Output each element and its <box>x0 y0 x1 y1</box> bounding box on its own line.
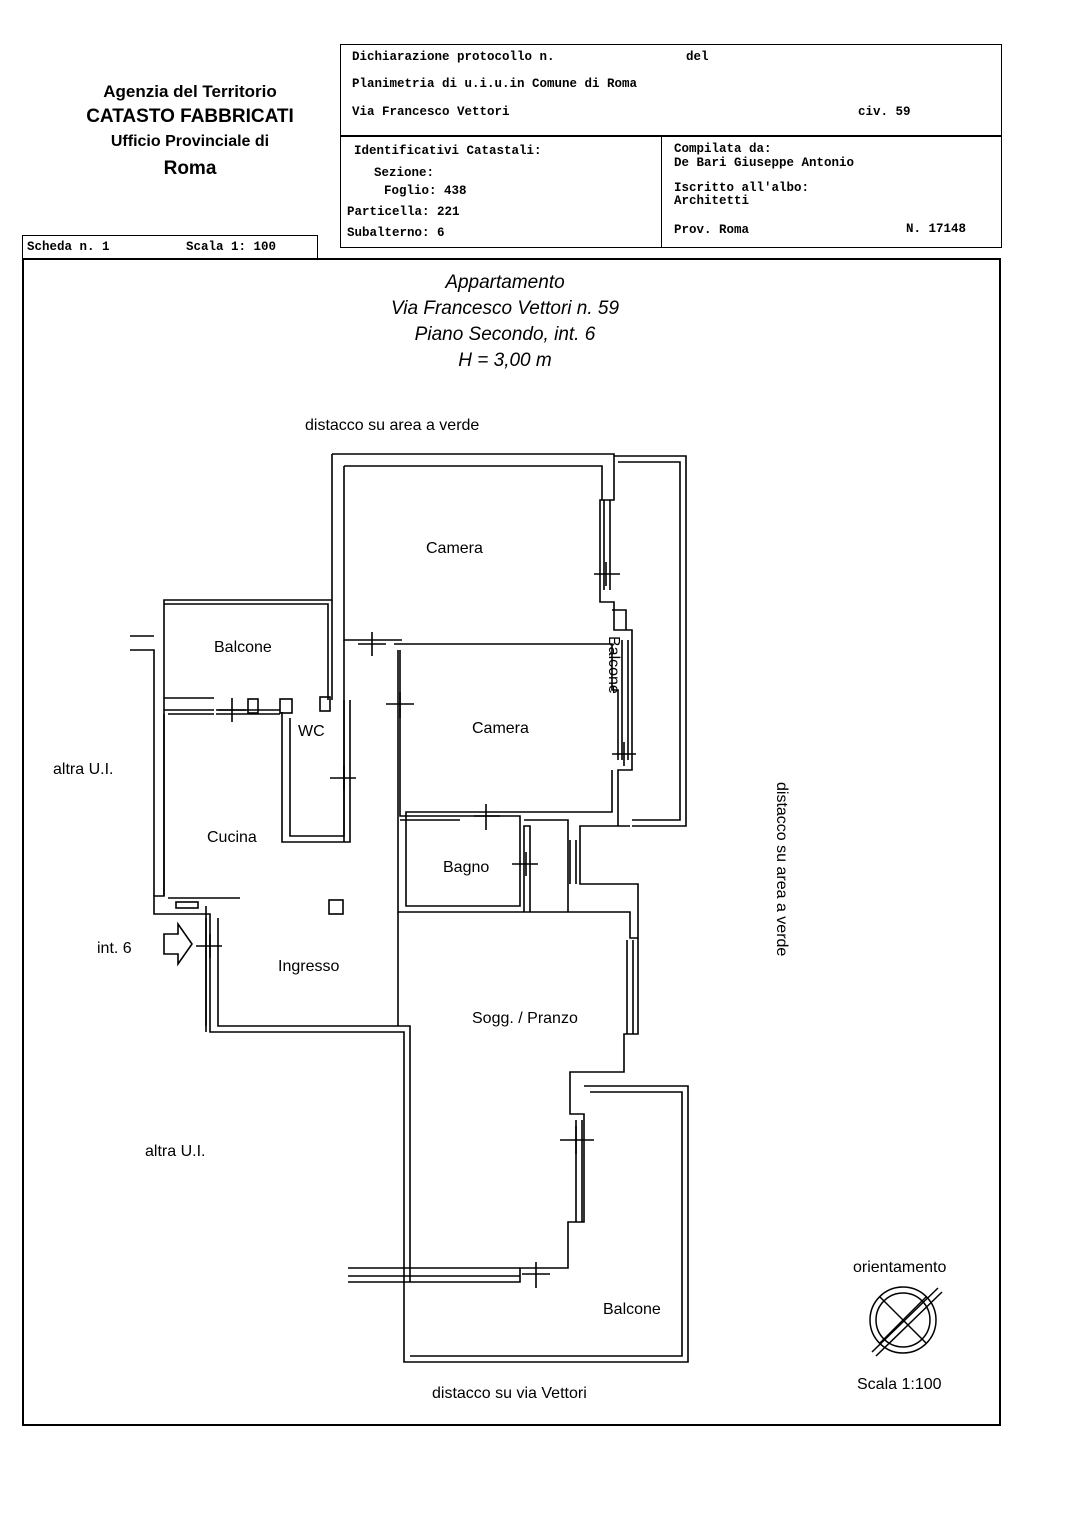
left-wall-inner <box>331 600 345 842</box>
plan-title-floor: Piano Secondo, int. 6 <box>414 324 596 345</box>
room-cucina: Cucina <box>207 829 257 846</box>
room-wc: WC <box>298 723 325 740</box>
bottom-wall <box>348 1267 520 1277</box>
pillar-4 <box>175 901 199 909</box>
register-number: N. 17148 <box>906 222 967 236</box>
room-balcone-left: Balcone <box>214 639 272 656</box>
protocol-box <box>340 44 1002 136</box>
agency-city: Roma <box>163 158 217 179</box>
agency-department: CATASTO FABBRICATI <box>86 106 294 127</box>
pillar-3 <box>319 696 331 712</box>
room-balcone-bottom: Balcone <box>603 1301 661 1318</box>
plan-title-type: Appartamento <box>445 272 565 293</box>
balcone-right-outline <box>614 455 687 827</box>
subalterno-field: Subalterno: 6 <box>347 226 445 240</box>
province-label: Prov. Roma <box>674 223 750 237</box>
agency-name: Agenzia del Territorio <box>103 82 277 101</box>
sheet-scale: Scala 1: 100 <box>186 240 277 254</box>
compiled-by-label: Compilata da: <box>674 142 772 156</box>
identifiers-title: Identificativi Catastali: <box>354 144 542 158</box>
wc-outline <box>281 700 351 843</box>
registered-label: Iscritto all'albo: <box>674 181 810 195</box>
plan-title-address: Via Francesco Vettori n. 59 <box>390 298 620 319</box>
drawing-frame <box>22 258 1001 1426</box>
protocol-date-label: del <box>686 50 709 64</box>
door-ticks <box>196 562 636 1288</box>
room-balcone-right: Balcone <box>605 636 622 694</box>
kitchen-outline <box>130 635 411 1282</box>
room-camera-2: Camera <box>472 720 529 737</box>
room-camera-1: Camera <box>426 540 483 557</box>
balcone-bottom-outline <box>403 1085 689 1363</box>
planimetry-label: Planimetria di u.i.u.in Comune di Roma <box>352 77 638 91</box>
bagno-outline <box>400 819 638 939</box>
scale-label: Scala 1:100 <box>857 1376 942 1393</box>
agency-office: Ufficio Provinciale di <box>110 133 270 150</box>
room-bagno: Bagno <box>443 859 490 876</box>
surrounding-left-lower: altra U.I. <box>145 1143 206 1160</box>
camera2-outline <box>394 643 619 913</box>
orientation-label: orientamento <box>853 1259 947 1276</box>
plan-title-height: H = 3,00 m <box>458 350 552 371</box>
agency-block: Agenzia del Territorio CATASTO FABBRICAT… <box>40 80 340 184</box>
column <box>328 899 344 915</box>
sheet-number: Scheda n. 1 <box>27 240 110 254</box>
sezione-field: Sezione: <box>374 166 435 180</box>
register-name: Architetti <box>674 194 750 208</box>
surrounding-bottom: distacco su via Vettori <box>432 1385 587 1402</box>
room-soggiorno: Sogg. / Pranzo <box>472 1010 578 1027</box>
entrance-arrow <box>163 921 193 967</box>
compass-rose <box>869 1286 943 1357</box>
street-label: Via Francesco Vettori <box>352 105 510 119</box>
particella-field: Particella: 221 <box>347 205 460 219</box>
compiler-name: De Bari Giuseppe Antonio <box>674 156 855 170</box>
pillar-2 <box>279 698 293 714</box>
plan-title: Appartamento Via Francesco Vettori n. 59… <box>300 270 710 374</box>
protocol-label: Dichiarazione protocollo n. <box>352 50 555 64</box>
foglio-field: Foglio: 438 <box>384 184 467 198</box>
surrounding-left-upper: altra U.I. <box>53 761 114 778</box>
pillar-1 <box>247 698 259 714</box>
window-ticks <box>205 500 634 1222</box>
surrounding-top: distacco su area a verde <box>305 417 480 434</box>
entrance-label: int. 6 <box>97 940 132 957</box>
outer-wall-outline-inner <box>343 465 627 641</box>
compiler-box <box>661 136 1002 248</box>
surrounding-right: distacco su area a verde <box>773 782 790 957</box>
civic-number: civ. 59 <box>858 105 911 119</box>
room-ingresso: Ingresso <box>278 958 340 975</box>
balcone-left-outline <box>164 603 329 711</box>
